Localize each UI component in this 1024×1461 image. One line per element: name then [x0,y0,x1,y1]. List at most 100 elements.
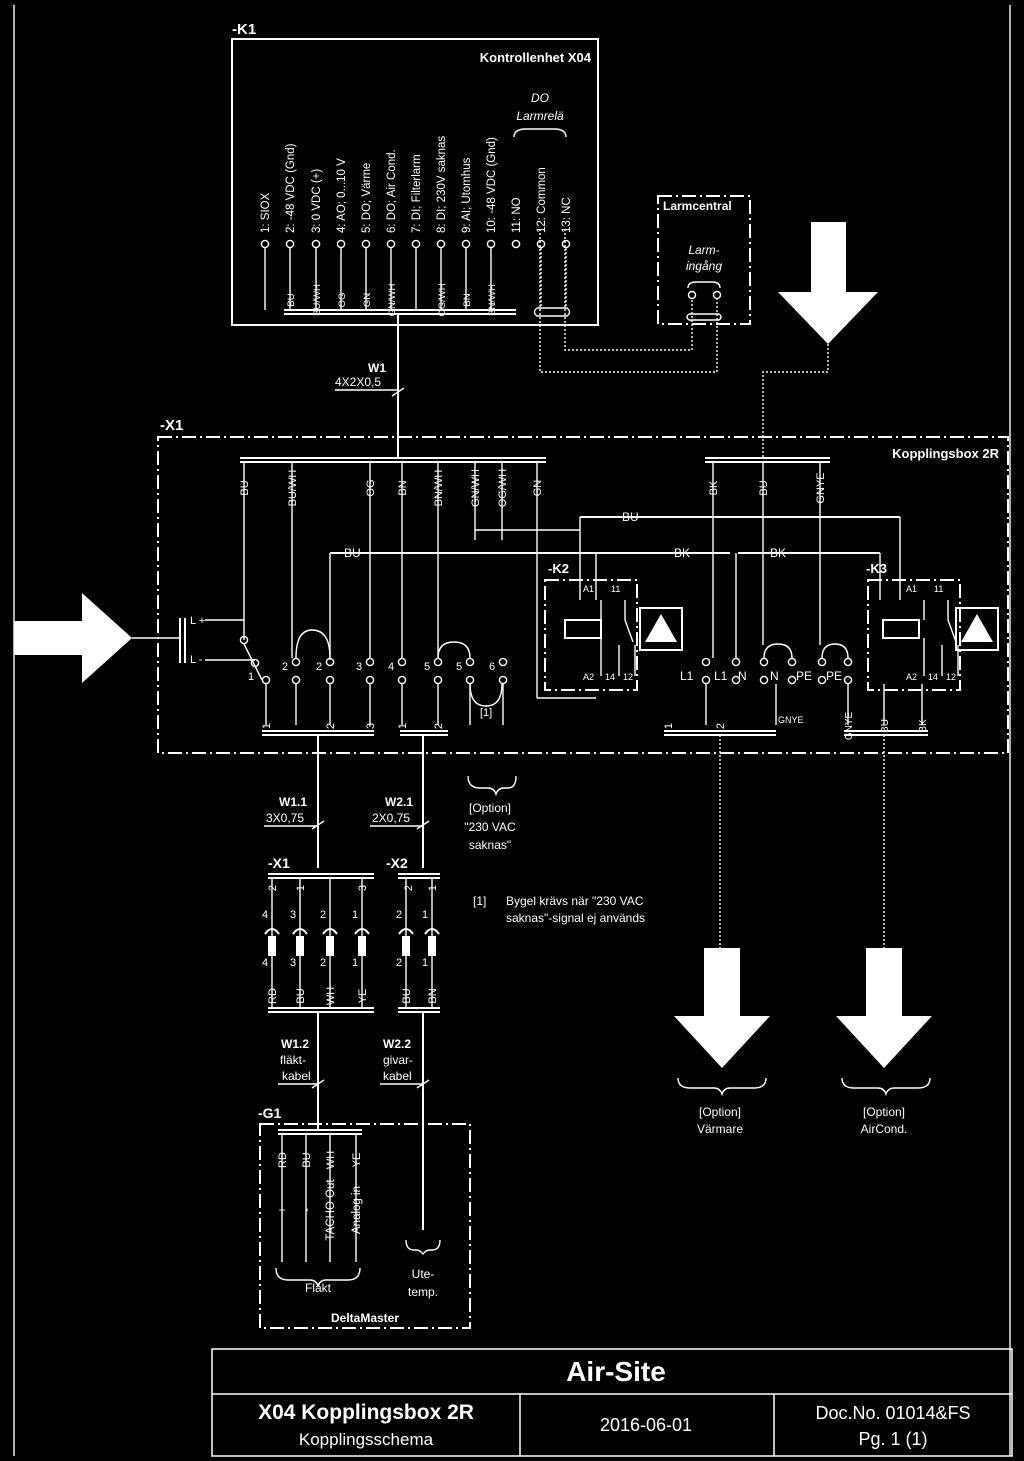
w22-line1: givar- [383,1053,413,1067]
terminal [250,658,260,668]
x1-power-wire-label: BK [708,480,720,495]
k1-wire-label: BN/WH [487,284,498,316]
company-name: Air-Site [566,1356,666,1387]
g1-wire-label: BU [301,1152,313,1167]
connector-wire-label: BU [401,988,413,1003]
connector-wire-label: BU [295,988,307,1003]
terminal [433,675,443,685]
g1-wire-label: YE [351,1153,363,1168]
connector-wire-label: YE [357,989,369,1004]
terminal [325,657,335,667]
w12-tag: W1.2 [281,1037,309,1051]
mains-terminal-label: PE [826,669,842,683]
w22-tag: W2.2 [383,1037,411,1051]
terminal-number: 4 [388,661,394,673]
terminal [397,675,407,685]
connector-pin-label: 4 [262,909,268,921]
connector-wire-label: BN [427,988,439,1003]
x1-title: Kopplingsbox 2R [892,446,1000,461]
bottom-terminal-number: 1 [397,723,409,729]
terminal [511,239,521,249]
terminal [365,675,375,685]
x1-top-wire-label: BN [397,480,409,495]
connector-pin-label: 1 [422,957,428,969]
w22-line2: kabel [383,1069,412,1083]
mains-terminal-label: L1 [714,669,728,683]
title-block: Air-Site X04 Kopplingsbox 2R Kopplingssc… [211,1348,1013,1457]
k1-wire-label: OG/WH [437,283,448,316]
connector-pin-label: 1 [352,909,358,921]
connector-top-label: 1 [427,885,439,891]
x1-top-wire-label: BN/WH [433,470,445,507]
k1-terminal-label: 9: AI; Utomhus [461,157,473,233]
g1-signal-label: TACHO Out [325,1179,337,1241]
larm-input-label: Larm- [688,243,719,257]
terminal [787,675,797,685]
g1-signal-label: + [277,1206,289,1213]
jumper [763,643,793,659]
terminal [239,635,249,645]
do-label-relay: Larmrelä [516,109,564,123]
sensor-label: Ute- [412,1267,435,1281]
larmcentral-title: Larmcentral [663,199,732,213]
mains-terminal-label: N [770,669,779,683]
g1-tag: -G1 [258,1105,282,1121]
terminal [561,239,571,249]
bus-label-bk-2: BK [770,546,786,560]
terminal [843,657,853,667]
terminal [787,657,797,667]
terminal [436,239,446,249]
w21-spec: 2X0,75 [372,811,410,825]
k1-terminal-label: 7: DI; Filterlarm [411,154,423,233]
plug-icon [292,928,308,935]
plug-icon [326,936,334,956]
terminal-number: 6 [489,661,495,673]
varmare-arrow-icon [674,948,770,1068]
k1-terminal-label: 10: -48 VDC (Gnd) [486,137,498,233]
jumper [821,643,849,659]
x1-top-wire-label: BU [239,480,251,495]
connector-pin-label: 3 [290,957,296,969]
connector-pin-label: 2 [396,957,402,969]
k1-controller: -K1 Kontrollenhet X04 DO Larmrelä 1: SIO… [231,21,599,326]
drawing-date: 2016-06-01 [600,1415,692,1435]
x1-power-wire-label: BU [758,480,770,495]
terminal [701,657,711,667]
jumper [295,629,331,659]
bottom-wire-label: BK [918,719,929,733]
connector-top-label: 1 [295,885,307,891]
drawing-subtitle: Kopplingsschema [299,1430,434,1449]
terminal [498,675,508,685]
option-230-label: [Option] [469,801,511,815]
terminal [311,239,321,249]
larm-input-label-2: ingång [686,259,722,273]
plug-icon [402,936,410,956]
bottom-terminal-number: 2 [715,723,727,729]
terminal [261,675,271,685]
mains-arrow-icon [778,222,878,344]
relay-pin-12: 12 [946,672,956,682]
mains-terminal-label: N [738,669,747,683]
g1-wire-label: RD [277,1152,289,1168]
opt-varmare-label: [Option] [699,1105,741,1119]
k1-wire-label: BU/WH [312,284,323,316]
drawing-title: X04 Kopplingsbox 2R [258,1401,474,1424]
aircond-arrow-icon [836,948,932,1068]
wire [624,619,634,643]
w11-tag: W1.1 [279,795,307,809]
wire [243,643,263,681]
terminal [817,657,827,667]
w11-spec: 3X0,75 [266,811,304,825]
connector-pin-label: 2 [396,909,402,921]
input-arrow-icon [14,593,132,683]
terminal [325,675,335,685]
k1-wire-label: BN [462,293,473,306]
terminal [465,657,475,667]
connector-pin-label: 1 [422,909,428,921]
connector-pin-label: 4 [262,957,268,969]
jumper-ref: [1] [480,707,492,719]
terminal [731,675,741,685]
plug-icon [296,936,304,956]
bottom-terminal-number: 1 [663,723,675,729]
x1-top-wire-label: GN/WH [470,469,482,507]
